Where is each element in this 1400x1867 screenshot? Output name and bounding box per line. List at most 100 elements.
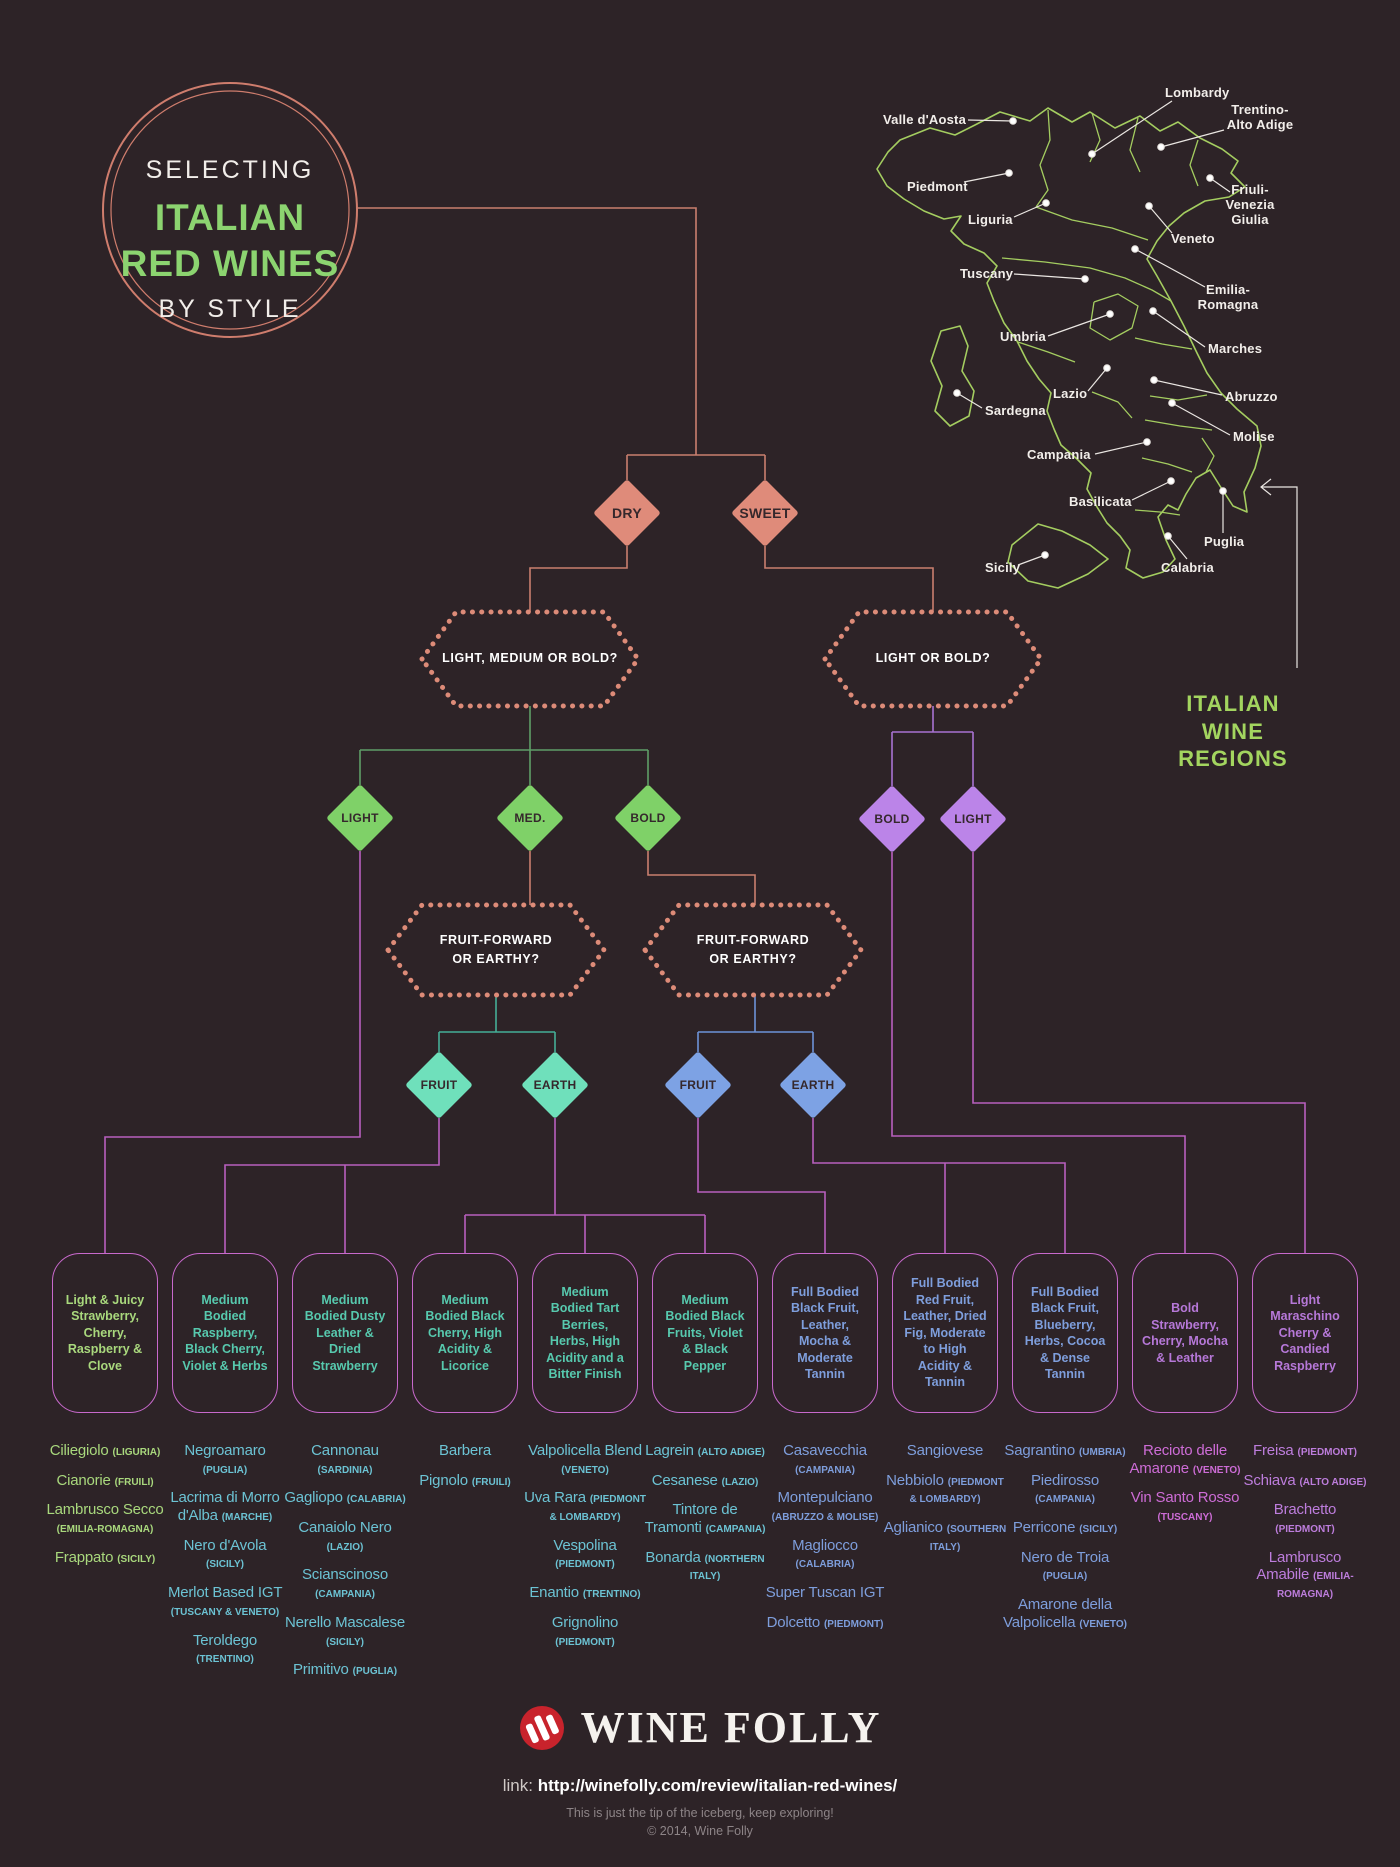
decision-diamond-light-dry: LIGHT	[325, 783, 395, 853]
map-label-basilicata: Basilicata	[1069, 494, 1132, 509]
wine-item: Magliocco (CALABRIA)	[792, 1536, 858, 1571]
wine-item: Scianscinoso (CAMPANIA)	[302, 1566, 388, 1601]
wine-item: Freisa (PIEDMONT)	[1253, 1442, 1357, 1459]
link-url: http://winefolly.com/review/italian-red-…	[537, 1776, 898, 1795]
connectors-pink-routes	[104, 851, 1306, 1253]
question-hexagon-outlines	[384, 609, 1045, 998]
decision-diamond-med: MED.	[495, 783, 565, 853]
wine-item: Lambrusco Secco (EMILIA-ROMAGNA)	[46, 1501, 164, 1536]
wine-list-10: Recioto delle Amarone (VENETO) Vin Santo…	[1123, 1442, 1247, 1537]
wine-item: Frappato (SICILY)	[54, 1548, 156, 1566]
map-label-piedmont: Piedmont	[907, 179, 968, 194]
wine-folly-logo-icon	[519, 1705, 564, 1750]
style-box-medium-raspberry: Medium Bodied Raspberry, Black Cherry, V…	[172, 1253, 278, 1413]
map-label-friuli-venezia-giulia: Friuli- Venezia Giulia	[1225, 182, 1275, 227]
title-circle	[102, 82, 358, 338]
map-label-molise: Molise	[1233, 429, 1275, 444]
wine-item: Piedirosso (CAMPANIA)	[1030, 1471, 1100, 1506]
wine-item: Cianorie (FRUILI)	[56, 1471, 154, 1489]
map-label-puglia: Puglia	[1204, 534, 1245, 549]
connectors-teal	[438, 995, 556, 1052]
map-label-campania: Campania	[1027, 447, 1091, 462]
wine-list-2: Negroamaro (PUGLIA) Lacrima di Morro d'A…	[163, 1442, 287, 1679]
title-selecting: SELECTING	[145, 156, 315, 184]
wine-item: Amarone della Valpolicella (VENETO)	[1003, 1596, 1127, 1631]
style-box-medium-tart: Medium Bodied Tart Berries, Herbs, High …	[532, 1253, 638, 1413]
wine-item: Primitivo (PUGLIA)	[292, 1661, 398, 1679]
wine-list-6: Lagrein (ALTO ADIGE) Cesanese (LAZIO) Ti…	[643, 1442, 767, 1596]
wine-list-9: Sagrantino (UMBRIA) Piedirosso (CAMPANIA…	[1003, 1442, 1127, 1644]
decision-diamond-bold-dry: BOLD	[613, 783, 683, 853]
style-box-medium-black-cherry: Medium Bodied Black Cherry, High Acidity…	[412, 1253, 518, 1413]
map-label-tuscany: Tuscany	[960, 266, 1014, 281]
wine-item: Cesanese (LAZIO)	[651, 1471, 759, 1489]
wine-item: Negroamaro (PUGLIA)	[184, 1442, 266, 1476]
decision-diamond-sweet: SWEET	[730, 478, 800, 548]
title-italian: ITALIAN	[154, 197, 306, 238]
wine-list-3: Cannonau (SARDINIA) Gagliopo (CALABRIA) …	[283, 1442, 407, 1691]
style-box-full-red-fruit: Full Bodied Red Fruit, Leather, Dried Fi…	[892, 1253, 998, 1413]
wine-item: Nero d'Avola (SICILY)	[183, 1536, 267, 1571]
title-red-wines: RED WINES	[120, 243, 340, 284]
wine-item: Grignolino (PIEDMONT)	[551, 1613, 619, 1648]
wine-list-5: Valpolicella Blend (VENETO) Uva Rara (PI…	[523, 1442, 647, 1661]
wine-item: Nebbiolo (PIEDMONT & LOMBARDY)	[886, 1471, 1004, 1506]
wine-item: Recioto delle Amarone (VENETO)	[1129, 1442, 1241, 1477]
connectors-blue	[697, 995, 814, 1052]
wine-item: Sangiovese	[906, 1442, 984, 1459]
wine-item: Nero de Troia (PUGLIA)	[1020, 1548, 1110, 1583]
map-label-sardegna: Sardegna	[985, 403, 1046, 418]
decision-diamond-dry: DRY	[592, 478, 662, 548]
brand-name: WINE FOLLY	[580, 1703, 882, 1752]
wine-item: Gagliopo (CALABRIA)	[284, 1489, 406, 1507]
wine-list-1: Ciliegiolo (LIGURIA) Cianorie (FRUILI) L…	[43, 1442, 167, 1578]
wine-item: Pignolo (FRUILI)	[419, 1471, 511, 1489]
map-label-calabria: Calabria	[1161, 560, 1214, 575]
wine-list-11: Freisa (PIEDMONT) Schiava (ALTO ADIGE) B…	[1243, 1442, 1367, 1614]
wine-item: Canaiolo Nero (LAZIO)	[298, 1519, 392, 1553]
decision-diamond-light-sweet: LIGHT	[938, 784, 1008, 854]
style-box-full-blueberry: Full Bodied Black Fruit, Blueberry, Herb…	[1012, 1253, 1118, 1413]
decision-diamond-earth-med: EARTH	[520, 1050, 590, 1120]
wine-item: Casavecchia (CAMPANIA)	[783, 1442, 867, 1476]
connectors-purple	[891, 706, 974, 786]
brand-block: WINE FOLLY	[0, 1702, 1400, 1753]
wine-item: Perricone (SICILY)	[1012, 1519, 1118, 1537]
connectors-salmon	[357, 207, 934, 905]
style-box-full-black-fruit: Full Bodied Black Fruit, Leather, Mocha …	[772, 1253, 878, 1413]
wine-item: Enantio (TRENTINO)	[529, 1584, 641, 1602]
map-label-marches: Marches	[1208, 341, 1263, 356]
map-label-emilia-romagna: Emilia- Romagna	[1197, 282, 1259, 312]
link-label: link:	[502, 1776, 533, 1795]
decision-diamond-earth-bold: EARTH	[778, 1050, 848, 1120]
style-box-light-maraschino: Light Maraschino Cherry & Candied Raspbe…	[1252, 1253, 1358, 1413]
wine-item: Lambrusco Amabile (EMILIA-ROMAGNA)	[1256, 1548, 1354, 1601]
wine-item: Merlot Based IGT (TUSCANY & VENETO)	[167, 1584, 283, 1618]
wine-item: Super Tuscan IGT	[765, 1584, 885, 1602]
title-by-style: BY STYLE	[158, 295, 302, 323]
wine-item: Tintore de Tramonti (CAMPANIA)	[644, 1501, 766, 1537]
style-box-light-juicy: Light & Juicy Strawberry, Cherry, Raspbe…	[52, 1253, 158, 1413]
footer-copyright: © 2014, Wine Folly	[647, 1824, 753, 1838]
decision-diamond-bold-sweet: BOLD	[857, 784, 927, 854]
question-fruit-or-earthy-bold: FRUIT-FORWARD OR EARTHY?	[696, 932, 810, 966]
wine-item: Sagrantino (UMBRIA)	[1004, 1442, 1126, 1459]
wine-item: Dolcetto (PIEDMONT)	[766, 1613, 884, 1631]
wine-item: Brachetto (PIEDMONT)	[1273, 1501, 1337, 1536]
map-label-abruzzo: Abruzzo	[1225, 389, 1278, 404]
wine-item: Cannonau (SARDINIA)	[311, 1442, 379, 1476]
italy-map-outline	[876, 107, 1262, 589]
map-leader-lines	[953, 100, 1298, 668]
wine-item: Montepulciano (ABRUZZO & MOLISE)	[771, 1489, 879, 1524]
wine-item: Aglianico (SOUTHERN ITALY)	[883, 1519, 1007, 1553]
style-box-medium-dusty: Medium Bodied Dusty Leather & Dried Stra…	[292, 1253, 398, 1413]
wine-list-7: Casavecchia (CAMPANIA) Montepulciano (AB…	[763, 1442, 887, 1644]
map-label-lazio: Lazio	[1053, 386, 1088, 401]
decision-diamond-fruit-med: FRUIT	[404, 1050, 474, 1120]
map-label-sicily: Sicily	[985, 560, 1021, 575]
question-fruit-or-earthy-med: FRUIT-FORWARD OR EARTHY?	[439, 932, 553, 966]
map-label-veneto: Veneto	[1171, 231, 1215, 246]
map-label-liguria: Liguria	[968, 212, 1013, 227]
wine-item: Nerello Mascalese (SICILY)	[285, 1613, 405, 1648]
